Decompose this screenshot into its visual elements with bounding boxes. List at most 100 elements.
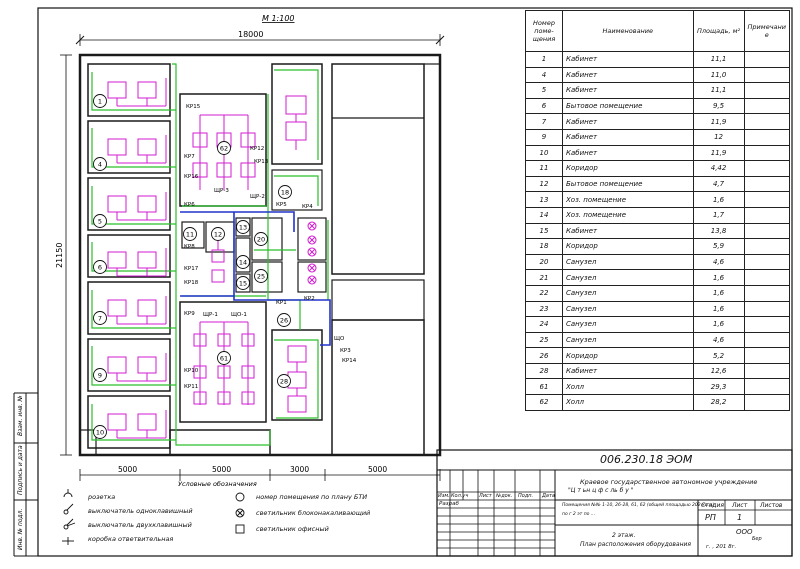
room-number-marker: 10: [93, 425, 107, 439]
lamp-office-symbol: [137, 81, 157, 99]
cell-name: Кабинет: [562, 113, 694, 130]
cell-area: 1,6: [692, 191, 745, 208]
room-number-label: 61: [220, 355, 228, 363]
room-number-label: 20: [257, 236, 265, 244]
room-number-label: 5: [98, 218, 102, 226]
panel-label: КР5: [276, 202, 287, 208]
premises-text: Помещения №№ 1-10, 26-28, 61, 62 (общей …: [562, 503, 715, 508]
lamp-office-symbol: [137, 356, 157, 374]
cell-area: 11,9: [692, 144, 745, 162]
title-block: [436, 449, 793, 557]
cell-name: Санузел: [562, 253, 694, 271]
cell-name: Коридор: [562, 160, 694, 177]
cell-number: 5: [525, 82, 563, 99]
panel-label: ЩР-3: [214, 188, 229, 194]
cell-number: 21: [525, 269, 563, 286]
panel-label: ЩО: [334, 336, 345, 342]
cell-number: 62: [525, 394, 563, 411]
room-number-label: 12: [214, 231, 222, 239]
stadia-label: Стадия: [701, 502, 725, 509]
lamp-office-symbol: [137, 195, 157, 213]
col-name: Наименование: [562, 10, 694, 52]
org-name: Краевое государственное автономное учреж…: [580, 478, 758, 486]
sheet-title: План расположения оборудования: [580, 541, 692, 548]
room-number-label: 18: [281, 189, 289, 197]
legend-socket: розетка: [88, 493, 116, 501]
room-number-label: 10: [96, 429, 104, 437]
cell-number: 4: [525, 66, 563, 84]
cell-number: 12: [525, 175, 563, 193]
dim-bottom-2: 5000: [212, 465, 231, 474]
lamp-office-symbol: [107, 413, 127, 431]
address-text: по г 2 эт по ...: [562, 512, 596, 517]
cell-note: [743, 347, 791, 364]
legend-room-no: номер помещения по плану БТИ: [256, 493, 368, 501]
socket-icon: [63, 492, 73, 498]
cell-number: 13: [525, 191, 563, 208]
side-label-podpis: Подпись и дата: [17, 445, 24, 495]
room-number-label: 14: [239, 259, 247, 267]
panel-label: КР17: [184, 266, 199, 272]
room-number-marker: 12: [211, 227, 225, 241]
col-area: Площадь, м²: [692, 10, 745, 52]
panel-label: КР14: [342, 358, 357, 364]
room-number-marker: 25: [254, 269, 268, 283]
stadia-value: РП: [705, 513, 716, 522]
room-no-icon: [235, 492, 245, 502]
cell-note: [743, 206, 791, 224]
cell-number: 23: [525, 300, 563, 318]
cell-name: Кабинет: [562, 128, 694, 146]
cell-number: 10: [525, 144, 563, 162]
legend-lamp-office: светильник офисный: [256, 525, 329, 533]
cell-number: 9: [525, 128, 563, 146]
lighting-fixtures: [107, 78, 317, 439]
side-label-inv: Инв. № подл.: [17, 509, 24, 550]
room-number-marker: 11: [183, 227, 197, 241]
room-number-marker: 61: [217, 351, 231, 365]
lamp-office-icon: [235, 524, 245, 534]
cell-area: 12,6: [692, 362, 745, 380]
cell-name: Санузел: [562, 269, 694, 286]
cell-name: Холл: [562, 378, 694, 396]
cell-note: [743, 160, 791, 177]
panel-label: КР6: [184, 202, 195, 208]
col-ndok: №док.: [496, 493, 513, 499]
room-number-marker: 7: [93, 311, 107, 325]
lamp-office-symbol: [285, 121, 307, 141]
room-number-label: 11: [186, 231, 194, 239]
floor-label: 2 этаж.: [612, 532, 636, 539]
cell-area: 12: [692, 128, 745, 146]
room-number-marker: 28: [277, 374, 291, 388]
lamp-office-symbol: [137, 251, 157, 269]
list-label: Лист: [732, 502, 748, 509]
room-number-marker: 6: [93, 260, 107, 274]
org-name-2: "Ц т ьн ц ф с ль б у ": [568, 487, 634, 494]
cell-name: Кабинет: [562, 362, 694, 380]
room-number-label: 26: [280, 317, 288, 325]
lamp-office-symbol: [137, 299, 157, 317]
room-number-label: 1: [98, 98, 102, 106]
cell-area: 11,1: [692, 51, 745, 68]
blue-cables: [180, 211, 331, 346]
panel-label: КР9: [184, 311, 195, 317]
panel-label: КР1: [276, 300, 287, 306]
lamp-inc-symbol: [307, 263, 317, 273]
lamp-office-symbol: [107, 251, 127, 269]
room-number-label: 15: [239, 280, 247, 288]
cell-number: 14: [525, 206, 563, 224]
